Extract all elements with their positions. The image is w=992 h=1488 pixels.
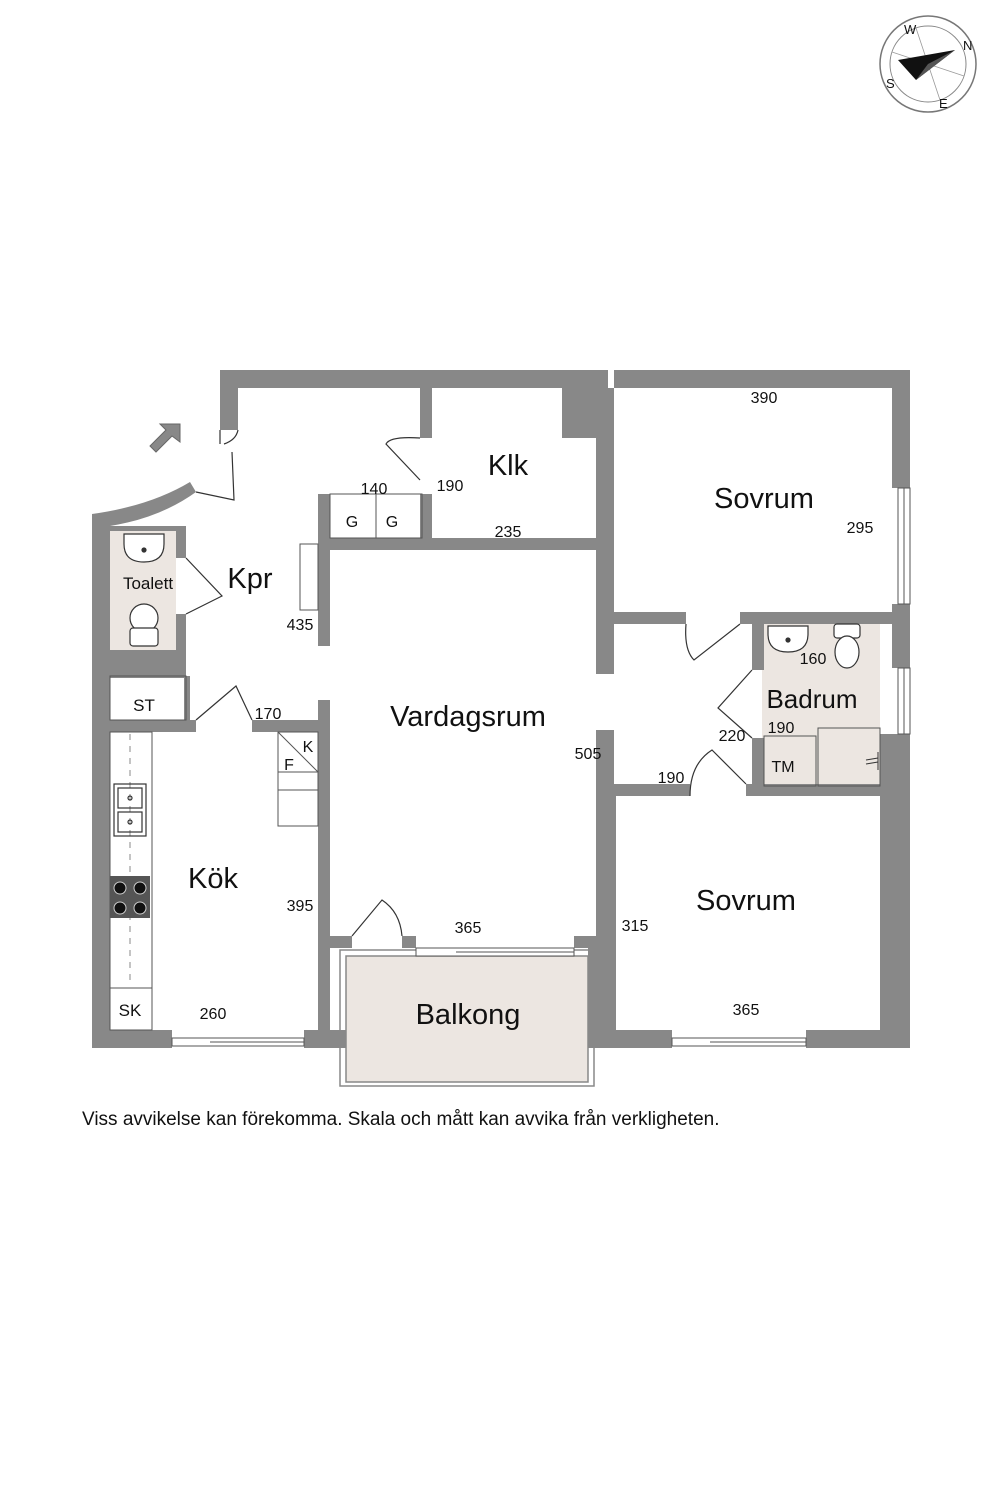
compass-west: W (904, 22, 917, 37)
dim-sovrum-bottom-width: 365 (733, 1002, 760, 1019)
dim-sovrum-top-width: 390 (751, 390, 778, 407)
compass-east: E (939, 96, 948, 111)
badrum-toilet-icon (833, 623, 861, 669)
compass-south: S (886, 76, 895, 91)
room-label-kok: Kök (188, 863, 238, 895)
dim-kok-width: 260 (200, 1006, 227, 1023)
entrance-arrow-icon (149, 423, 181, 453)
fixture-g1: G (346, 514, 358, 531)
fixture-tm: TM (771, 759, 794, 776)
compass-rose: N E S W (879, 15, 977, 113)
room-label-sovrum-top: Sovrum (714, 483, 814, 515)
toalett-sink-icon (123, 533, 165, 563)
dim-hall-220: 220 (719, 728, 746, 745)
fixture-st: ST (133, 696, 155, 715)
dim-kpr-length: 435 (287, 617, 314, 634)
balkong-floor (345, 955, 589, 1083)
dim-vardagsrum-depth: 505 (575, 746, 602, 763)
doors (185, 429, 753, 937)
walls (92, 370, 910, 1048)
shower-icon (865, 752, 879, 770)
dim-hall-190: 190 (658, 770, 685, 787)
windows (171, 487, 911, 1047)
room-label-klk: Klk (488, 450, 529, 482)
dim-kok-depth: 395 (287, 898, 314, 915)
dim-kpr-opening: 170 (255, 706, 282, 723)
dim-badrum-depth: 190 (768, 720, 795, 737)
room-label-vardagsrum: Vardagsrum (390, 701, 546, 733)
fixture-k: K (303, 739, 314, 756)
dim-vardagsrum-width: 365 (455, 920, 482, 937)
room-label-sovrum-bottom: Sovrum (696, 885, 796, 917)
disclaimer-text: Viss avvikelse kan förekomma. Skala och … (82, 1109, 720, 1130)
dim-klk-width: 235 (495, 524, 522, 541)
fixture-g2: G (386, 514, 398, 531)
room-label-kpr: Kpr (227, 563, 272, 595)
room-label-balkong: Balkong (416, 999, 521, 1031)
badrum-sink-icon (767, 625, 809, 653)
room-label-toalett: Toalett (123, 574, 173, 593)
dim-sovrum-bottom-depth: 315 (622, 918, 649, 935)
compass-north: N (963, 38, 972, 53)
fixture-f: F (284, 757, 294, 774)
stove-icon (110, 876, 150, 918)
dim-klk-door: 190 (437, 478, 464, 495)
toalett-toilet-icon (129, 603, 159, 647)
fixture-sk: SK (119, 1001, 142, 1020)
room-label-badrum: Badrum (766, 684, 857, 714)
dim-wardrobe: 140 (361, 481, 388, 498)
dim-badrum-width: 160 (800, 651, 827, 668)
kitchen-sink-icon (113, 783, 147, 837)
dim-sovrum-top-depth: 295 (847, 520, 874, 537)
